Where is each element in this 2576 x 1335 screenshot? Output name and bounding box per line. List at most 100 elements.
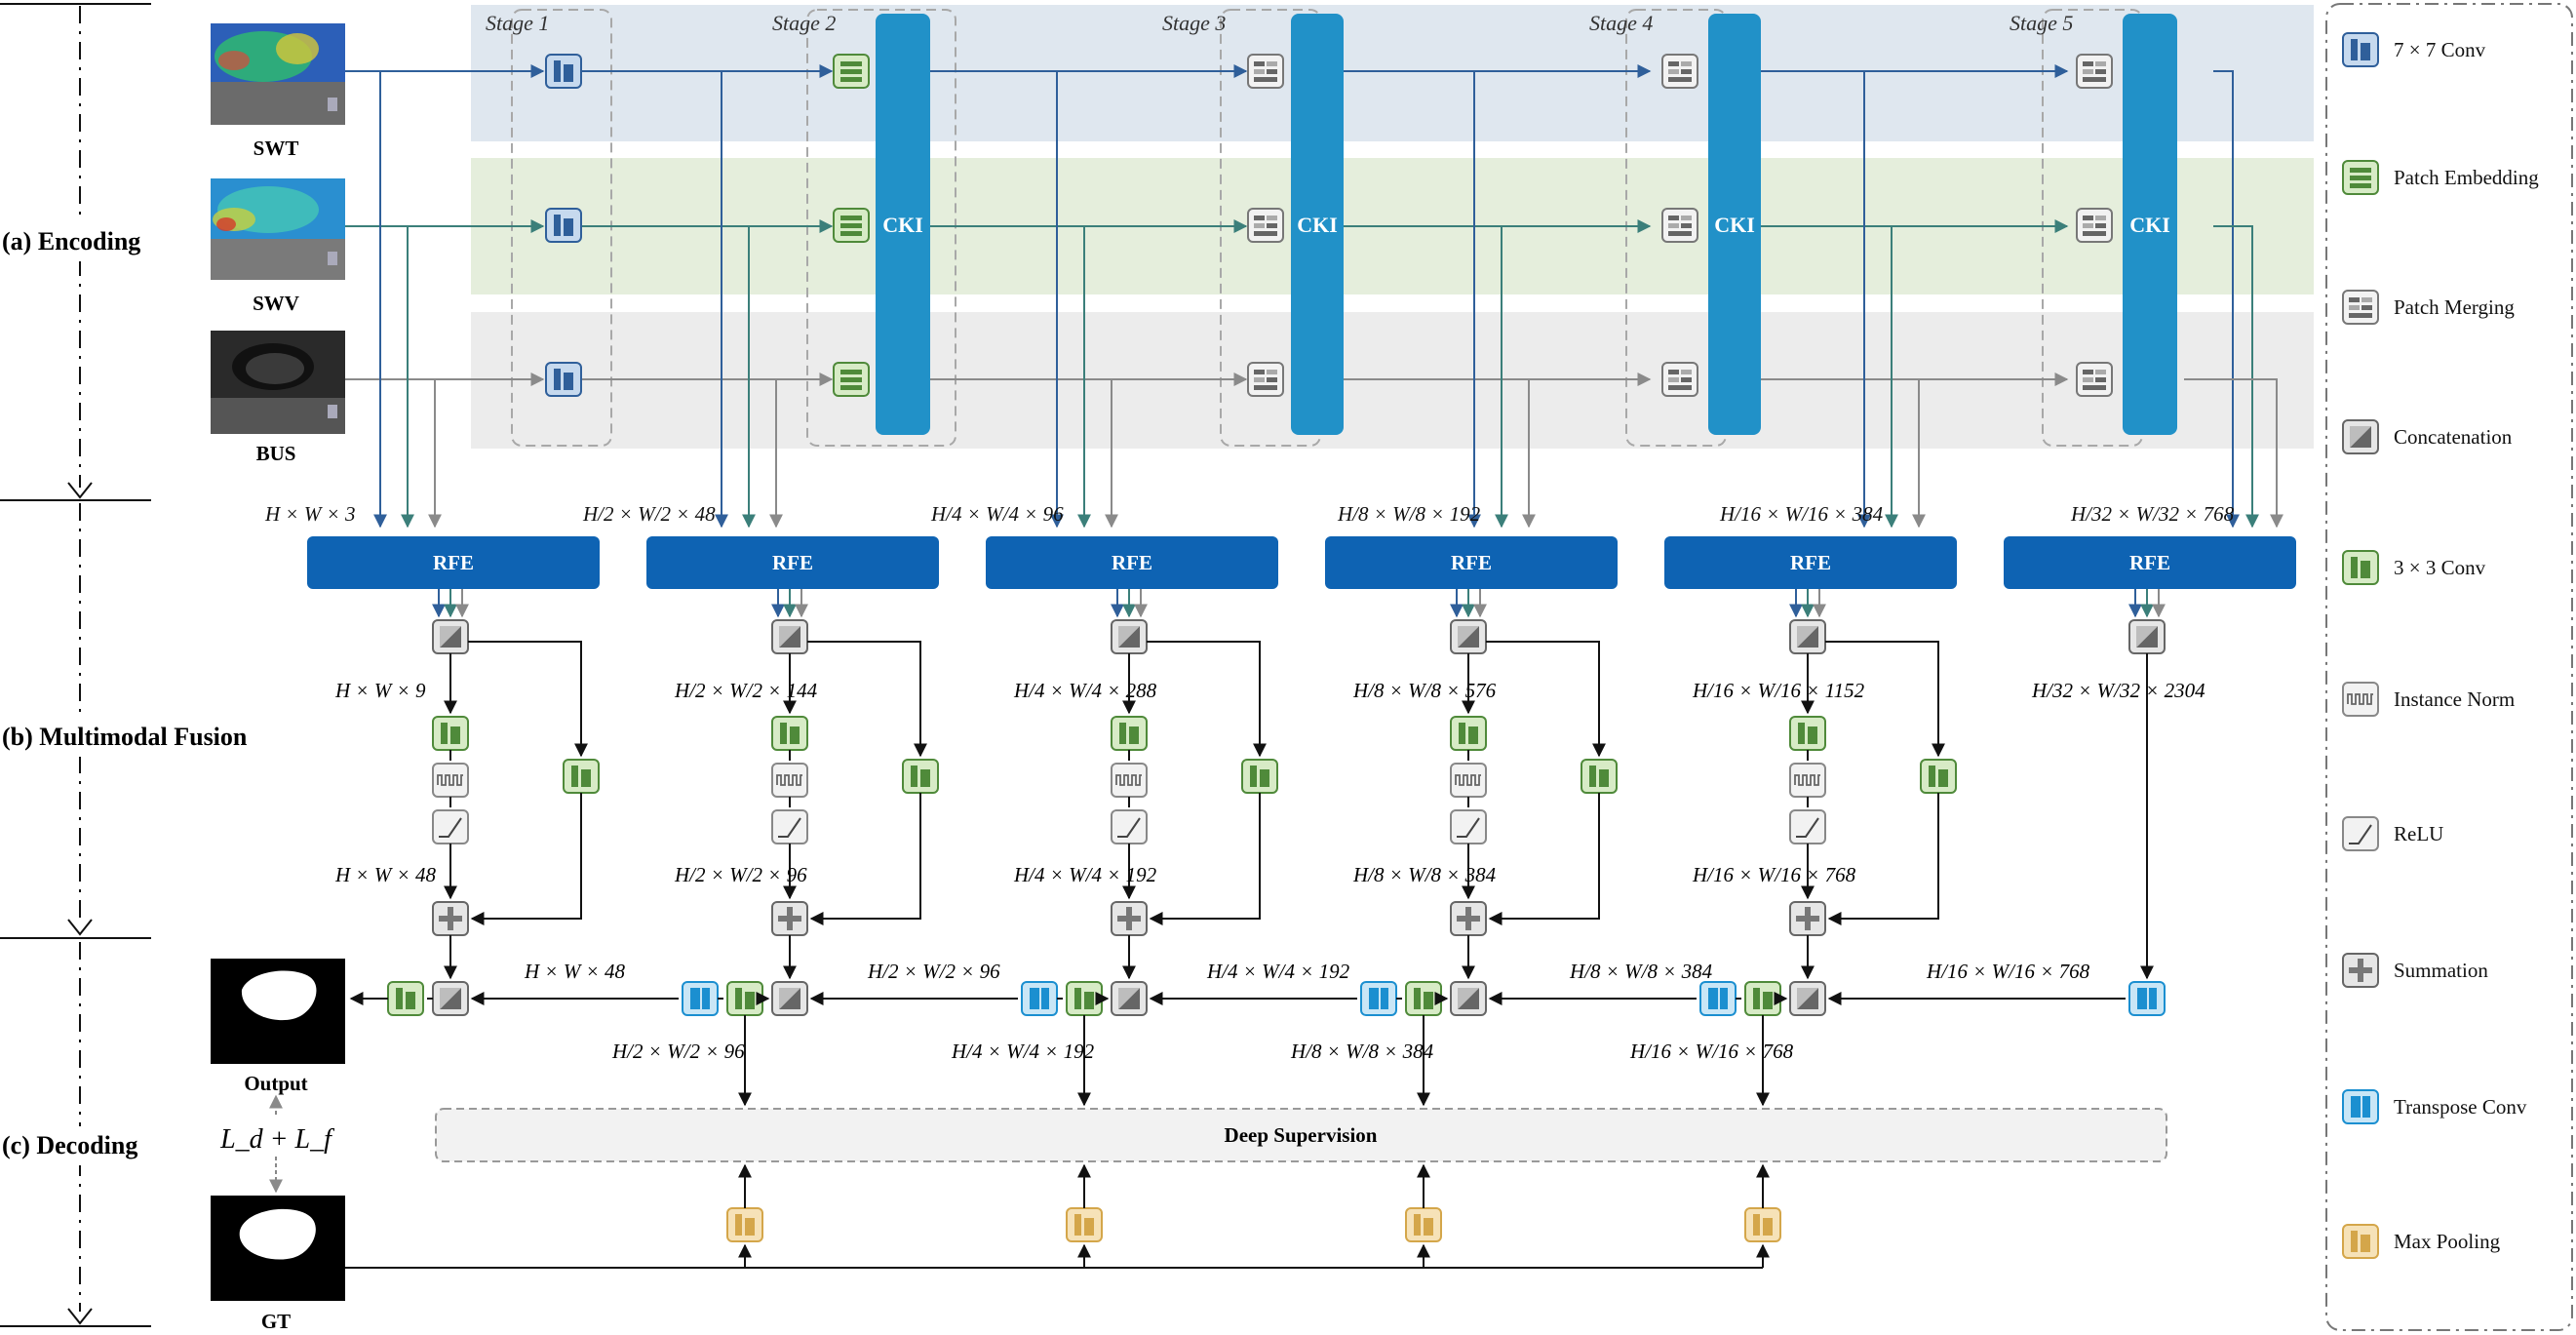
legend-label-7: ReLU	[2394, 822, 2443, 845]
input-images: SWT SWV BUS	[211, 23, 345, 465]
encoder-lines	[345, 64, 2069, 386]
legend-box	[2325, 3, 2573, 1331]
rfe-input-lines	[373, 70, 2283, 529]
max-pooling-icon	[1066, 1207, 1103, 1242]
conv3x3-icon	[1744, 981, 1781, 1016]
conv3x3-icon	[1920, 759, 1957, 794]
legend-label-3: Patch Merging	[2394, 295, 2515, 319]
concatenation-icon	[2342, 419, 2379, 454]
concat-dim-4: H/8 × W/8 × 576	[1352, 679, 1497, 702]
legend-label-4: Concatenation	[2394, 425, 2513, 449]
concatenation-icon	[771, 619, 808, 654]
patch-embedding-icon	[833, 362, 870, 397]
deep-supervision-label: Deep Supervision	[1225, 1123, 1378, 1147]
stage-5-label: Stage 5	[2010, 11, 2073, 35]
fusion-dim-4: H/8 × W/8 × 384	[1352, 863, 1497, 886]
conv3x3-icon	[387, 981, 424, 1016]
section-fusion: (b) Multimodal Fusion	[2, 723, 248, 751]
section-axis: (a) Encoding (b) Multimodal Fusion (c) D…	[0, 3, 263, 1327]
decoder-dim-3: H/4 × W/4 × 192	[1206, 960, 1350, 983]
decoder-dim-5: H/16 × W/16 × 768	[1926, 960, 2090, 983]
conv3x3-icon	[1450, 716, 1487, 751]
rfe-block-3	[986, 536, 1278, 589]
rfe-block-6	[2004, 536, 2296, 589]
summation-icon	[1789, 901, 1826, 936]
patch-embedding-icon	[2342, 160, 2379, 195]
rfe-dim-1: H × W × 3	[264, 502, 356, 526]
instance-norm-icon	[1789, 763, 1826, 798]
rfe-label-4: RFE	[1451, 551, 1492, 574]
patch-merging-icon	[1661, 54, 1698, 89]
max-pooling-icon	[2342, 1224, 2379, 1259]
decoder-dim-4: H/8 × W/8 × 384	[1569, 960, 1713, 983]
cki-label-4: CKI	[1714, 213, 1755, 237]
legend-label-9: Transpose Conv	[2394, 1095, 2527, 1119]
max-pooling-icon	[726, 1207, 763, 1242]
gt-label: GT	[261, 1310, 291, 1333]
instance-norm-icon	[432, 763, 469, 798]
max-pooling-icon	[1744, 1207, 1781, 1242]
decoder-dim-2: H/2 × W/2 × 96	[867, 960, 1000, 983]
conv3x3-icon	[771, 716, 808, 751]
concat-dim-3: H/4 × W/4 × 288	[1013, 679, 1157, 702]
concatenation-icon	[432, 619, 469, 654]
patch-embedding-icon	[833, 54, 870, 89]
summation-icon	[771, 901, 808, 936]
relu-icon	[432, 809, 469, 844]
cki-block-2	[876, 14, 930, 435]
patch-merging-icon	[1661, 208, 1698, 243]
conv3x3-icon	[1111, 716, 1148, 751]
legend-label-8: Summation	[2394, 959, 2488, 982]
rfe-label-3: RFE	[1112, 551, 1152, 574]
gt-mask	[211, 1196, 345, 1301]
patch-merging-icon	[2342, 290, 2379, 325]
concat-dim-6: H/32 × W/32 × 2304	[2031, 679, 2205, 702]
concat-dim-1: H × W × 9	[334, 679, 426, 702]
fusion-dim-1: H × W × 48	[334, 863, 437, 886]
bus-label: BUS	[256, 442, 296, 465]
deep-supervision-box	[435, 1108, 2167, 1162]
conv3x3-icon	[2342, 550, 2379, 585]
fusion-dim-5: H/16 × W/16 × 768	[1692, 863, 1856, 886]
concat-dim-5: H/16 × W/16 × 1152	[1692, 679, 1865, 702]
rfe-dim-6: H/32 × W/32 × 768	[2070, 502, 2235, 526]
rfe-blocks: RFE RFE RFE RFE RFE RFE	[307, 536, 2296, 589]
cki-block-4	[1708, 14, 1761, 435]
conv3x3-icon	[1405, 981, 1442, 1016]
bus-image	[211, 331, 345, 434]
instance-norm-icon	[1111, 763, 1148, 798]
cki-label-2: CKI	[882, 213, 923, 237]
section-encoding: (a) Encoding	[2, 227, 140, 255]
concatenation-icon	[1111, 981, 1148, 1016]
fusion-dim-3: H/4 × W/4 × 192	[1013, 863, 1157, 886]
swt-image	[211, 23, 345, 125]
max-pooling-icon	[1405, 1207, 1442, 1242]
patch-merging-icon	[2076, 362, 2113, 397]
rfe-label-2: RFE	[772, 551, 813, 574]
instance-norm-icon	[2342, 682, 2379, 717]
conv3x3-icon	[726, 981, 763, 1016]
rfe-label-5: RFE	[1790, 551, 1831, 574]
relu-icon	[2342, 816, 2379, 851]
conv3x3-icon	[1581, 759, 1618, 794]
swv-label: SWV	[253, 292, 299, 315]
relu-icon	[1111, 809, 1148, 844]
cki-block-5	[2123, 14, 2177, 435]
supervision-dim-2: H/4 × W/4 × 192	[951, 1040, 1095, 1063]
cki-modules: CKI CKI CKI CKI	[876, 14, 2177, 435]
instance-norm-icon	[771, 763, 808, 798]
cki-label-3: CKI	[1297, 213, 1338, 237]
rfe-dim-4: H/8 × W/8 × 192	[1337, 502, 1481, 526]
rfe-dim-3: H/4 × W/4 × 96	[930, 502, 1064, 526]
output-label: Output	[244, 1072, 307, 1095]
patch-merging-icon	[1247, 54, 1284, 89]
stage-3-label: Stage 3	[1162, 11, 1226, 35]
transpose-conv-icon	[682, 981, 719, 1016]
section-decoding: (c) Decoding	[2, 1131, 137, 1159]
stage-2-label: Stage 2	[772, 11, 836, 35]
conv3x3-icon	[1066, 981, 1103, 1016]
summation-icon	[1111, 901, 1148, 936]
concat-dim-2: H/2 × W/2 × 144	[674, 679, 818, 702]
